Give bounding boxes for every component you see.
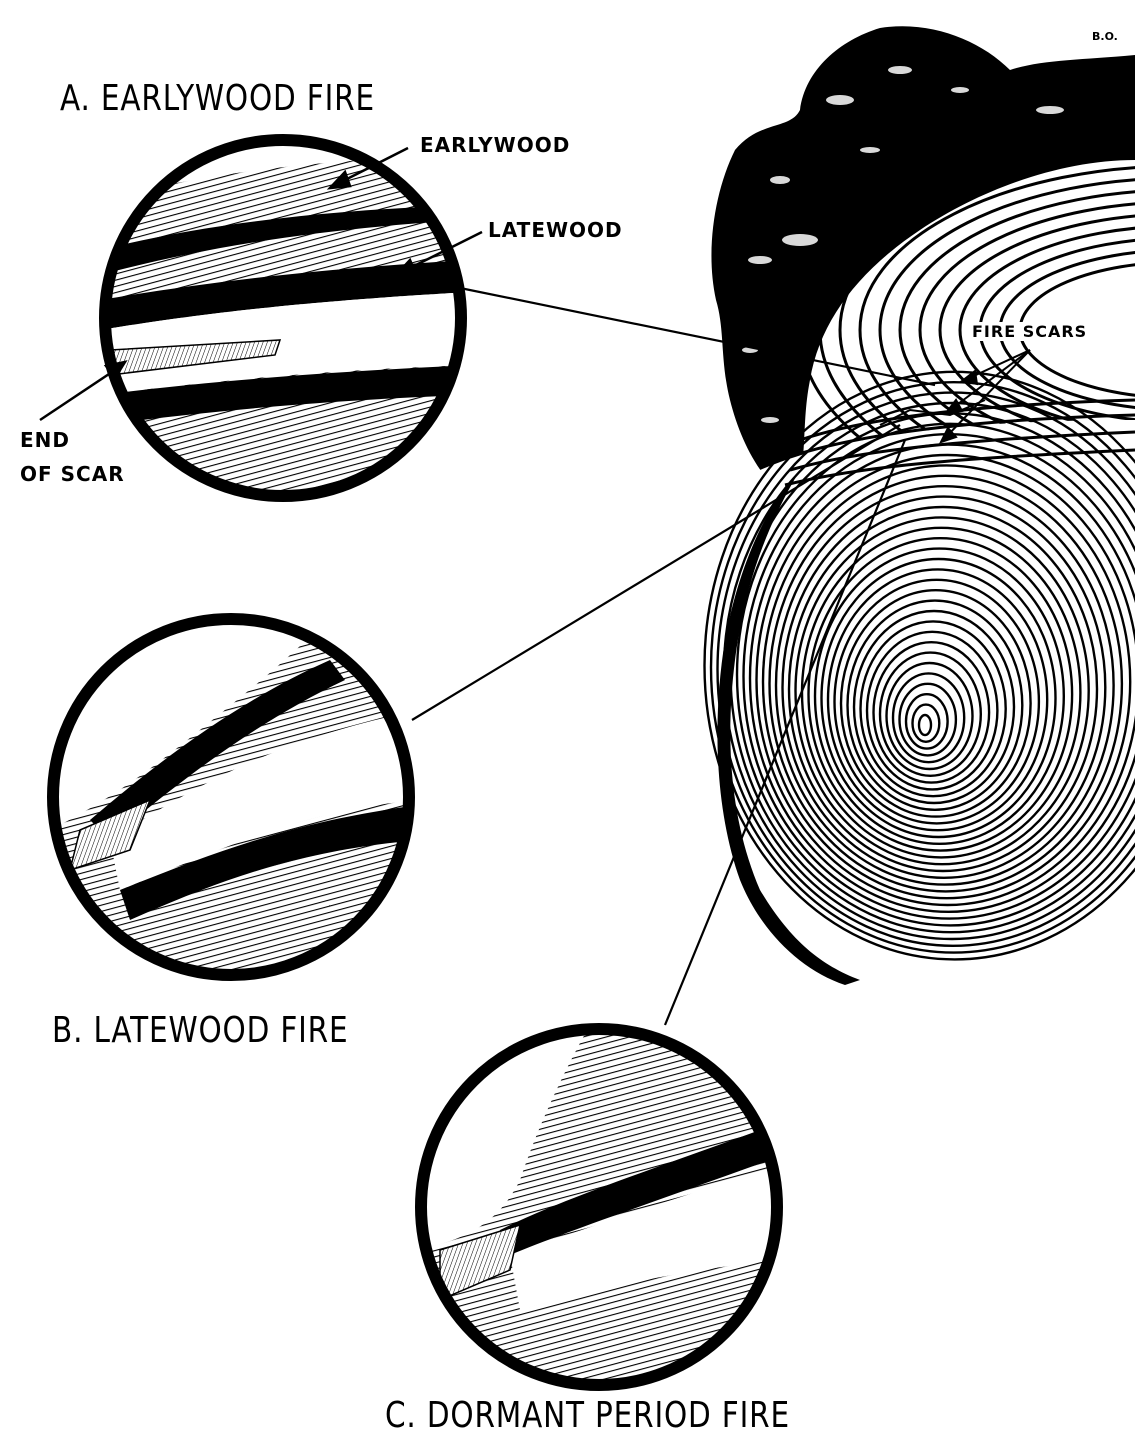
- label-earlywood: EARLYWOOD: [420, 133, 570, 157]
- caption-latewood-fire: B. LATEWOOD FIRE: [52, 1010, 348, 1051]
- label-fire-scars: FIRE SCARS: [968, 322, 1091, 341]
- caption-dormant-period-fire: C. DORMANT PERIOD FIRE: [385, 1395, 790, 1436]
- label-of-scar-line2: OF SCAR: [20, 462, 125, 486]
- magnified-view-dormant: [415, 1025, 785, 1395]
- label-end-line1: END: [20, 428, 70, 452]
- caption-earlywood-fire: A. EARLYWOOD FIRE: [60, 78, 375, 119]
- artist-initials: B.O.: [1092, 30, 1118, 43]
- tree-cross-section: [700, 26, 1135, 1000]
- magnified-view-latewood: [50, 615, 420, 985]
- magnified-view-earlywood: [100, 130, 470, 500]
- label-latewood: LATEWOOD: [488, 218, 623, 242]
